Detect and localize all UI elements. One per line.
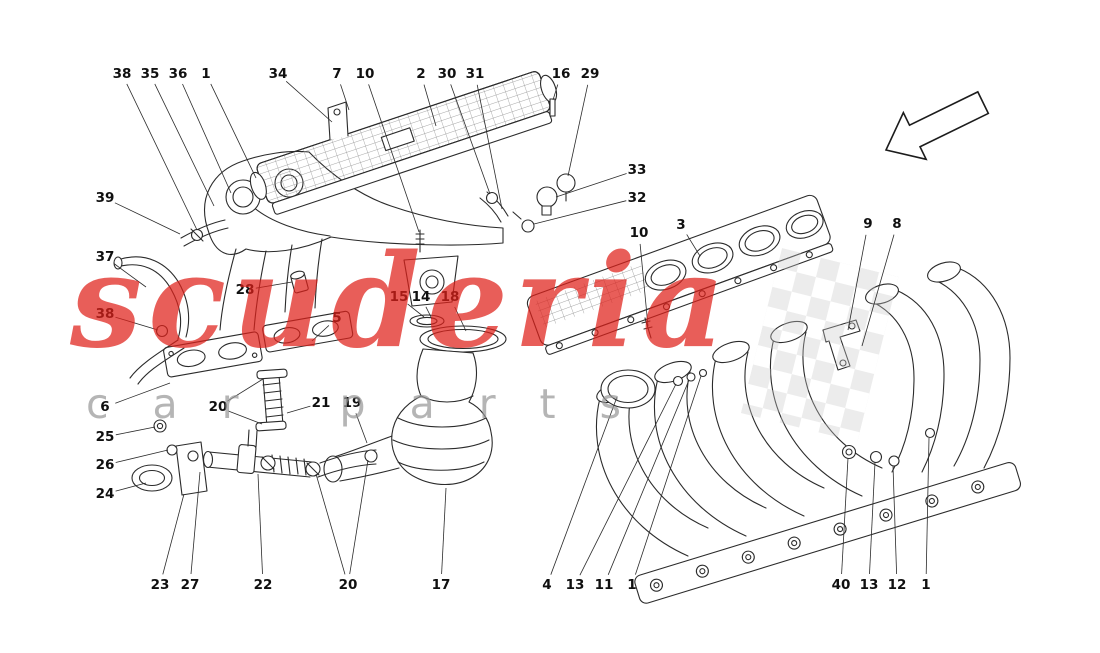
part-callout-14: 14 bbox=[411, 289, 431, 305]
sealing-rings bbox=[409, 314, 445, 328]
part-callout-5: 5 bbox=[332, 310, 342, 326]
part-callout-4: 4 bbox=[542, 577, 552, 593]
part-callout-13: 13 bbox=[565, 577, 585, 593]
part-callout-23: 23 bbox=[150, 577, 170, 593]
part-callout-15: 15 bbox=[389, 289, 409, 305]
checkered-flag bbox=[740, 248, 899, 442]
part-callout-35: 35 bbox=[140, 66, 160, 82]
part-callout-25: 25 bbox=[95, 429, 115, 445]
part-callout-24: 24 bbox=[95, 486, 115, 502]
part-callout-38: 38 bbox=[112, 66, 132, 82]
watermark-brand-text: scuderia bbox=[70, 227, 731, 377]
part-callout-11: 11 bbox=[594, 577, 614, 593]
part-callout-26: 26 bbox=[95, 457, 115, 473]
right-plenum-cover bbox=[526, 194, 834, 355]
part-callout-6: 6 bbox=[100, 399, 110, 415]
watermark-sub-text: car parts bbox=[86, 380, 665, 428]
part-callout-19: 19 bbox=[342, 395, 362, 411]
pipe-bracket-and-gasket bbox=[131, 419, 208, 496]
part-callout-32: 32 bbox=[627, 190, 647, 206]
stud-and-actuator bbox=[403, 229, 459, 307]
part-callout-13: 13 bbox=[859, 577, 879, 593]
part-callout-37: 37 bbox=[95, 249, 115, 265]
part-callout-20: 20 bbox=[338, 577, 358, 593]
left-plenum-cover bbox=[249, 71, 558, 215]
part-callout-36: 36 bbox=[168, 66, 188, 82]
air-intake-bellows bbox=[323, 325, 507, 486]
direction-arrow-icon bbox=[884, 90, 990, 161]
air-hose-assembly bbox=[202, 368, 378, 478]
part-callout-7: 7 bbox=[332, 66, 342, 82]
part-callout-28: 28 bbox=[235, 282, 255, 298]
plug-28 bbox=[290, 270, 309, 294]
part-callout-22: 22 bbox=[253, 577, 273, 593]
left-intake-manifold bbox=[204, 150, 504, 331]
part-callout-33: 33 bbox=[627, 162, 647, 178]
part-callout-3: 3 bbox=[676, 217, 686, 233]
part-callout-2: 2 bbox=[416, 66, 426, 82]
plenum-bracket bbox=[327, 101, 349, 141]
part-callout-1: 1 bbox=[921, 577, 931, 593]
part-callout-10: 10 bbox=[355, 66, 375, 82]
part-callout-8: 8 bbox=[892, 216, 902, 232]
part-callout-27: 27 bbox=[180, 577, 200, 593]
vacuum-hoses bbox=[113, 219, 229, 385]
part-callout-29: 29 bbox=[580, 66, 600, 82]
part-callout-20: 20 bbox=[208, 399, 228, 415]
part-callout-18: 18 bbox=[440, 289, 460, 305]
right-intake-manifold bbox=[526, 194, 1022, 604]
part-callout-10: 10 bbox=[629, 225, 649, 241]
part-callout-21: 21 bbox=[311, 395, 331, 411]
part-callout-39: 39 bbox=[95, 190, 115, 206]
part-callout-1: 1 bbox=[627, 577, 637, 593]
left-manifold-gasket-2 bbox=[262, 310, 354, 353]
manifold-base-flange bbox=[634, 462, 1022, 604]
part-callout-12: 12 bbox=[887, 577, 907, 593]
part-callout-38: 38 bbox=[95, 306, 115, 322]
part-callout-1: 1 bbox=[201, 66, 211, 82]
part-callout-30: 30 bbox=[437, 66, 457, 82]
small-fittings bbox=[479, 98, 576, 233]
part-callout-31: 31 bbox=[465, 66, 485, 82]
part-callout-34: 34 bbox=[268, 66, 288, 82]
part-callout-9: 9 bbox=[863, 216, 873, 232]
part-callout-40: 40 bbox=[831, 577, 851, 593]
part-callout-17: 17 bbox=[431, 577, 451, 593]
left-manifold-gasket bbox=[163, 331, 263, 378]
part-callout-16: 16 bbox=[551, 66, 571, 82]
